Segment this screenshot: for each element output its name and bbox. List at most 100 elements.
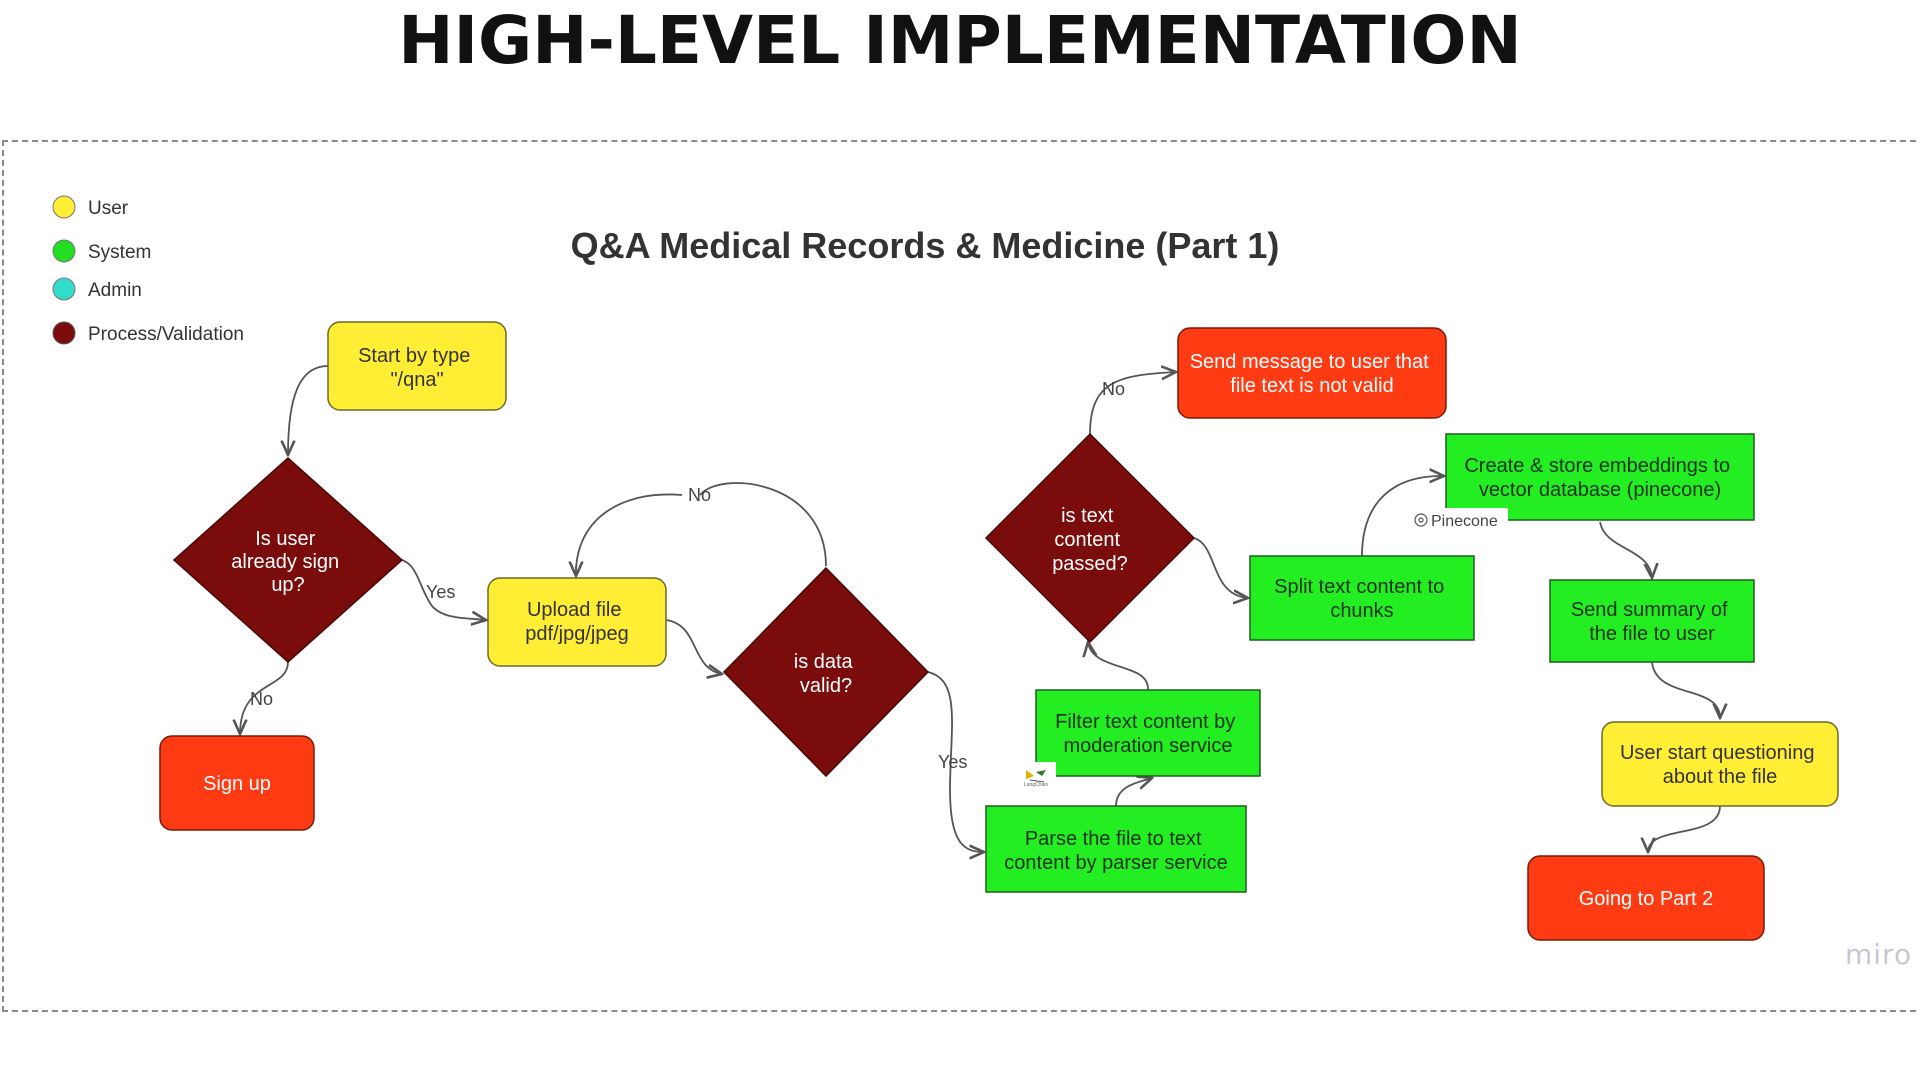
node-line: Going to Part 2 <box>1579 888 1714 910</box>
node-questioning[interactable]: User start questioning about the file <box>1601 721 1839 807</box>
node-sign-up[interactable]: Sign up <box>159 735 315 831</box>
node-parse-text: Parse the file to text content by parser… <box>1004 828 1227 874</box>
edges <box>240 366 1720 852</box>
edge-label-no: No <box>1102 379 1125 399</box>
node-going-to-part-2[interactable]: Going to Part 2 <box>1527 855 1765 941</box>
edge-label-yes: Yes <box>938 752 967 772</box>
node-line: Filter text content by <box>1055 711 1235 733</box>
node-is-user-signed-up-text: Is user already sign up? <box>231 528 344 596</box>
node-split[interactable]: Split text content to chunks <box>1249 555 1475 641</box>
edge-split-to-embeddings <box>1361 476 1444 557</box>
pinecone-label: Pinecone <box>1431 513 1498 530</box>
edge-label-no: No <box>688 485 711 505</box>
node-line: Start by type <box>358 345 470 367</box>
node-is-data-valid-text: is data valid? <box>794 651 859 697</box>
node-line: passed? <box>1052 553 1128 575</box>
node-upload-text: Upload file pdf/jpg/jpeg <box>525 599 628 645</box>
node-line: pdf/jpg/jpeg <box>525 623 628 645</box>
node-sign-up-text: Sign up <box>203 773 271 795</box>
edge-passed-no-message <box>1089 372 1176 435</box>
edge-label-yes: Yes <box>426 582 455 602</box>
edge-start-to-signedup <box>288 365 329 455</box>
edge-valid-yes-parse <box>927 671 984 852</box>
node-line: Split text content to <box>1274 576 1444 598</box>
legend-dot-system-icon <box>52 239 76 263</box>
node-line: about the file <box>1663 766 1778 788</box>
edge-filter-to-passed <box>1088 642 1149 691</box>
edge-signedup-no-signup <box>240 661 289 734</box>
node-parse[interactable]: Parse the file to text content by parser… <box>985 805 1247 893</box>
node-embeddings[interactable]: Create & store embeddings to vector data… <box>1445 433 1755 521</box>
miro-watermark: miro <box>1845 938 1913 971</box>
pinecone-tag: Pinecone <box>1408 508 1508 532</box>
legend-label: Admin <box>88 280 142 301</box>
edge-signedup-yes-upload <box>401 559 486 620</box>
edge-summary-to-questioning <box>1651 661 1720 718</box>
node-start-text: Start by type "/qna" <box>358 345 476 391</box>
node-filter[interactable]: Filter text content by moderation servic… <box>1035 689 1261 777</box>
node-line: content <box>1054 529 1120 551</box>
node-going-to-part-2-text: Going to Part 2 <box>1579 888 1714 910</box>
node-line: "/qna" <box>390 369 443 391</box>
legend-dot-process-icon <box>52 321 76 345</box>
edge-upload-to-valid <box>665 619 722 674</box>
node-not-valid-message-text: Send message to user that file text is n… <box>1190 351 1435 397</box>
node-upload[interactable]: Upload file pdf/jpg/jpeg <box>487 577 667 667</box>
edge-valid-no-upload <box>575 482 827 576</box>
node-is-data-valid[interactable]: is data valid? <box>722 566 930 778</box>
diagram-title: Q&A Medical Records & Medicine (Part 1) <box>571 225 1280 266</box>
node-filter-text: Filter text content by moderation servic… <box>1055 711 1241 757</box>
edge-embeddings-to-summary <box>1599 521 1652 578</box>
node-line: Sign up <box>203 773 271 795</box>
node-line: Create & store embeddings to <box>1464 455 1730 477</box>
node-is-text-passed[interactable]: is text content passed? <box>984 432 1196 644</box>
node-line: Send message to user that <box>1190 351 1429 373</box>
legend-label: Process/Validation <box>88 324 244 345</box>
edge-parse-to-filter <box>1115 778 1152 807</box>
node-line: Upload file <box>527 599 622 621</box>
langchain-parrot-logo-icon <box>1026 770 1046 783</box>
node-summary[interactable]: Send summary of the file to user <box>1549 579 1755 663</box>
legend-item-system: System <box>52 239 151 263</box>
legend-item-process: Process/Validation <box>52 321 244 345</box>
legend-label: System <box>88 242 151 263</box>
node-line: valid? <box>800 675 852 697</box>
node-line: Parse the file to text <box>1025 828 1202 850</box>
node-questioning-text: User start questioning about the file <box>1620 742 1820 788</box>
node-line: file text is not valid <box>1230 375 1393 397</box>
node-line: vector database (pinecone) <box>1479 479 1721 501</box>
node-line: is data <box>794 651 854 673</box>
node-line: is text <box>1061 505 1114 527</box>
miro-board-frame <box>2 140 1920 1012</box>
legend: User System Admin Process/Validation <box>52 195 244 345</box>
node-line: moderation service <box>1064 735 1233 757</box>
langchain-label: LangChain <box>1024 782 1048 788</box>
node-line: Is user <box>255 528 315 550</box>
page-title: HIGH-LEVEL IMPLEMENTATION <box>398 2 1522 79</box>
node-line: Send summary of <box>1571 599 1728 621</box>
node-line: User start questioning <box>1620 742 1815 764</box>
edge-labels: Yes No No Yes No <box>250 379 1125 772</box>
langchain-tag: LangChain <box>1016 762 1056 788</box>
node-line: chunks <box>1330 600 1393 622</box>
node-split-text: Split text content to chunks <box>1274 576 1450 622</box>
pinecone-logo-icon <box>1414 513 1428 527</box>
node-line: the file to user <box>1589 623 1715 645</box>
node-is-user-signed-up[interactable]: Is user already sign up? <box>172 456 404 664</box>
edge-questioning-to-part2 <box>1648 805 1721 852</box>
node-embeddings-text: Create & store embeddings to vector data… <box>1464 455 1735 501</box>
node-line: already sign <box>231 551 339 573</box>
node-line: up? <box>271 574 304 596</box>
node-is-text-passed-text: is text content passed? <box>1052 505 1128 575</box>
node-start[interactable]: Start by type "/qna" <box>327 321 507 411</box>
legend-dot-user-icon <box>52 195 76 219</box>
legend-dot-admin-icon <box>52 277 76 301</box>
node-not-valid-message[interactable]: Send message to user that file text is n… <box>1177 327 1447 419</box>
legend-item-user: User <box>52 195 129 219</box>
legend-label: User <box>88 198 129 219</box>
edge-label-no: No <box>250 689 273 709</box>
node-summary-text: Send summary of the file to user <box>1571 599 1733 645</box>
node-line: content by parser service <box>1004 852 1227 874</box>
legend-item-admin: Admin <box>52 277 142 301</box>
